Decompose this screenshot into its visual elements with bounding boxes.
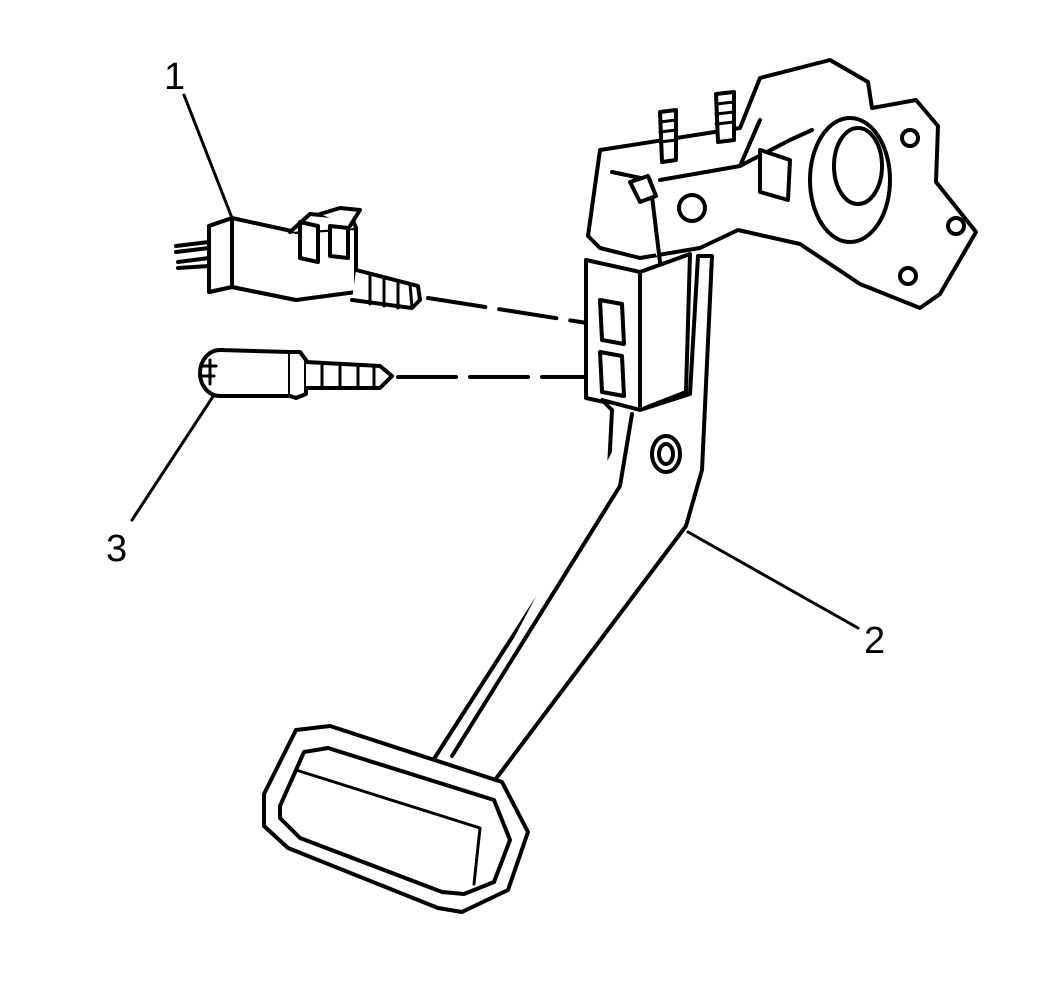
brake-switch: [174, 206, 422, 310]
callout-leaders: [130, 93, 860, 630]
callout-3: 3: [106, 528, 128, 570]
alignment-line-switch: [426, 296, 608, 328]
leader-line-3: [130, 393, 216, 522]
leader-line-2: [686, 530, 860, 630]
alignment-lines: [396, 296, 614, 379]
brake-sensor: [198, 348, 394, 400]
leader-line-1: [182, 93, 234, 220]
brake-pedal: [262, 58, 978, 914]
callout-1: 1: [164, 56, 186, 98]
callout-2: 2: [864, 620, 886, 662]
